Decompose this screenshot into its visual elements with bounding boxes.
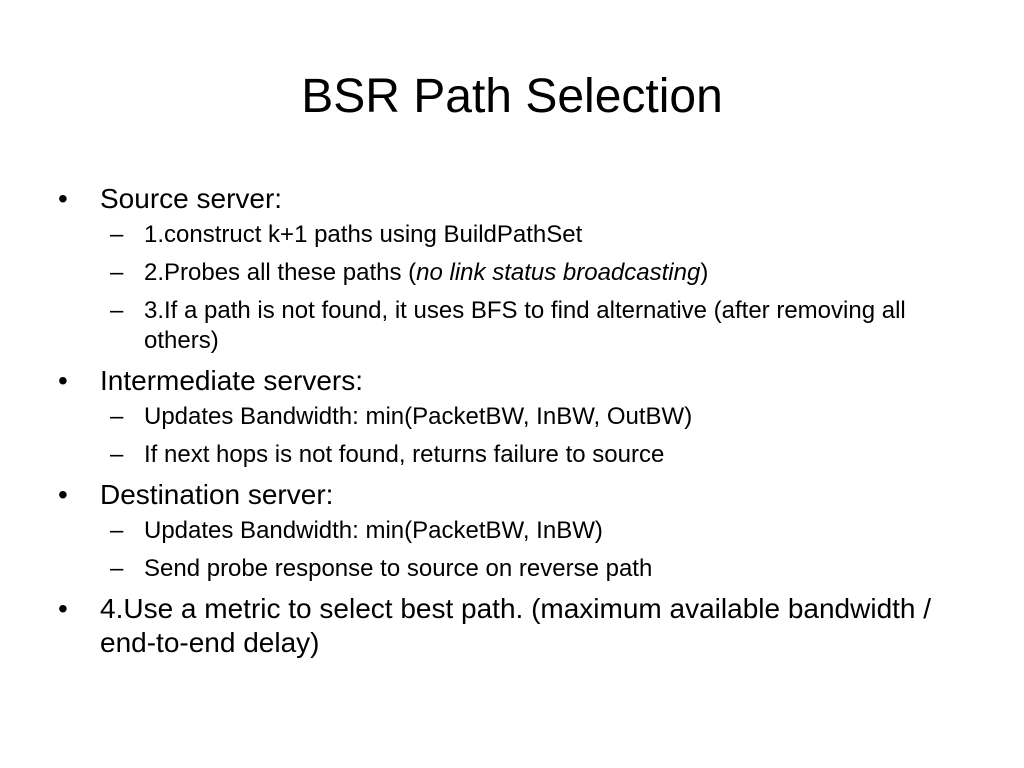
sub-item: – Updates Bandwidth: min(PacketBW, InBW) — [98, 516, 936, 546]
sub-item-text-before: 2.Probes all these paths ( — [144, 259, 417, 286]
dash-icon: – — [110, 517, 124, 544]
dash-icon: – — [110, 221, 124, 248]
sub-item: – Updates Bandwidth: min(PacketBW, InBW,… — [98, 402, 936, 432]
dash-icon: – — [110, 403, 124, 430]
bullet-list: • Source server: – 1.construct k+1 paths… — [56, 182, 936, 662]
bullet-item-metric: • 4.Use a metric to select best path. (m… — [56, 592, 936, 660]
bullet-icon: • — [58, 479, 68, 510]
bullet-icon: • — [58, 593, 68, 624]
bullet-item-destination-server: • Destination server: – Updates Bandwidt… — [56, 478, 936, 584]
bullet-text: Destination server: — [100, 479, 334, 510]
sub-item-text: Updates Bandwidth: min(PacketBW, InBW) — [144, 517, 603, 544]
bullet-text: Source server: — [100, 183, 283, 214]
sub-item-text: If next hops is not found, returns failu… — [144, 441, 665, 468]
sub-list: – Updates Bandwidth: min(PacketBW, InBW,… — [100, 402, 936, 470]
sub-item-text: 1.construct k+1 paths using BuildPathSet — [144, 221, 583, 248]
bullet-icon: • — [58, 183, 68, 214]
sub-item-text: Updates Bandwidth: min(PacketBW, InBW, O… — [144, 403, 693, 430]
bullet-text: Intermediate servers: — [100, 365, 363, 396]
bullet-text: 4.Use a metric to select best path. (max… — [100, 593, 932, 658]
sub-item-text: Send probe response to source on reverse… — [144, 555, 653, 582]
sub-item: – 1.construct k+1 paths using BuildPathS… — [98, 220, 936, 250]
slide-title: BSR Path Selection — [301, 70, 723, 123]
sub-list: – 1.construct k+1 paths using BuildPathS… — [100, 220, 936, 356]
dash-icon: – — [110, 297, 124, 324]
sub-item-text-emphasis: no link status broadcasting — [416, 259, 701, 286]
dash-icon: – — [110, 555, 124, 582]
sub-list: – Updates Bandwidth: min(PacketBW, InBW)… — [100, 516, 936, 584]
sub-item: – Send probe response to source on rever… — [98, 554, 936, 584]
sub-item: – 2.Probes all these paths (no link stat… — [98, 258, 936, 288]
dash-icon: – — [110, 259, 124, 286]
bullet-icon: • — [58, 365, 68, 396]
sub-item: – If next hops is not found, returns fai… — [98, 440, 936, 470]
sub-item: – 3.If a path is not found, it uses BFS … — [98, 296, 936, 356]
sub-item-text: 3.If a path is not found, it uses BFS to… — [144, 297, 906, 354]
bullet-item-source-server: • Source server: – 1.construct k+1 paths… — [56, 182, 936, 356]
dash-icon: – — [110, 441, 124, 468]
sub-item-text-after: ) — [700, 259, 709, 286]
bullet-item-intermediate-servers: • Intermediate servers: – Updates Bandwi… — [56, 364, 936, 470]
